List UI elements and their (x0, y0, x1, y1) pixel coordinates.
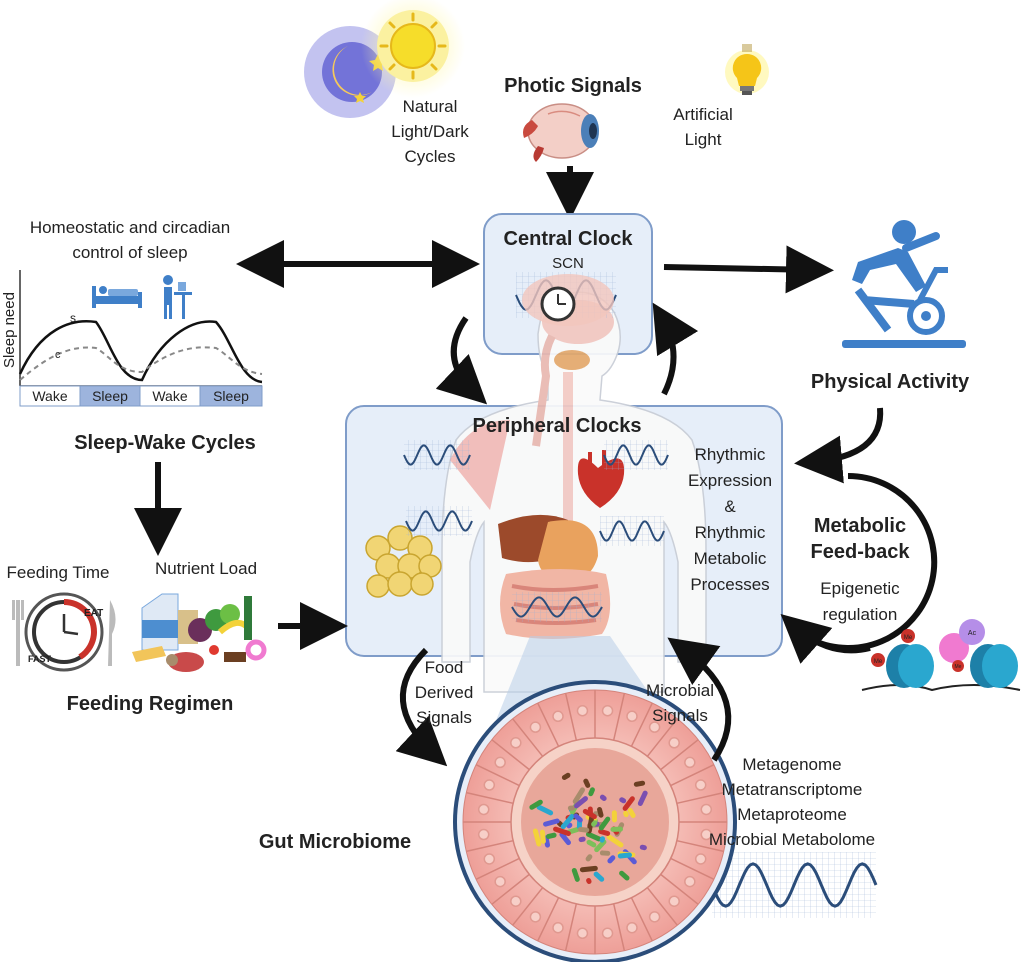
food-derived-label-3: Signals (416, 708, 472, 727)
natural-light-label-3: Cycles (404, 147, 455, 166)
feeding-regimen-title: Feeding Regimen (67, 693, 234, 715)
food-derived-label-2: Derived (415, 683, 474, 702)
wake-sleep-bar: Wake Sleep Wake Sleep (19, 385, 263, 407)
food-signals-arrow (395, 647, 448, 767)
scn-label: SCN (552, 255, 584, 272)
sun-icon (361, 0, 465, 98)
nucleosome-icon: Me Me Ac Me (861, 619, 1021, 692)
natural-light-label-1: Natural (403, 97, 458, 116)
omics-list: Metagenome Metatranscriptome Metaproteom… (709, 755, 875, 849)
s-label: s (70, 311, 76, 325)
gut-microbiome-title: Gut Microbiome (259, 831, 411, 853)
standing-desk-icon (163, 275, 192, 319)
exercise-bike-icon (842, 220, 966, 348)
peripheral-clocks-title: Peripheral Clocks (473, 415, 642, 437)
metabolic-title-1: Metabolic (814, 515, 906, 537)
peripheral-to-central-arrow (652, 302, 699, 396)
natural-light-label-2: Light/Dark (391, 122, 469, 141)
rhythmic-line-1: Rhythmic (695, 445, 766, 464)
rhythmic-line-4: Rhythmic (695, 523, 766, 542)
epigenetic-label-1: Epigenetic (820, 579, 900, 598)
sleep-header-1: Homeostatic and circadian (30, 218, 230, 237)
food-icon (132, 593, 267, 672)
epigenetic-label-2: regulation (823, 605, 898, 624)
artificial-light-label-2: Light (685, 130, 722, 149)
phase-wake-2: Wake (152, 388, 187, 404)
omics-metagenome: Metagenome (742, 755, 841, 774)
eat-label: EAT (84, 608, 103, 619)
food-derived-label-1: Food (425, 658, 464, 677)
homeostatic-curve (18, 320, 263, 384)
ac-mark: Ac (968, 630, 977, 637)
clock-icon (540, 286, 576, 322)
metabolic-title-2: Feed-back (811, 541, 911, 563)
microbial-signals-label-1: Microbial (646, 681, 714, 700)
rhythmic-line-3: & (724, 497, 736, 516)
phase-wake-1: Wake (32, 388, 67, 404)
microbial-signals-arrow (667, 637, 732, 762)
oscillation-wave (603, 444, 669, 466)
artificial-light-label-1: Artificial (673, 105, 733, 124)
me-mark-1: Me (904, 635, 913, 641)
me-mark-2: Me (874, 659, 883, 665)
omics-metatranscriptome: Metatranscriptome (722, 780, 863, 799)
rhythmic-line-5: Metabolic (694, 549, 767, 568)
oscillation-wave (710, 862, 878, 908)
sleep-need-axis-label: Sleep need (1, 292, 18, 368)
nutrient-load-label: Nutrient Load (155, 559, 257, 578)
microbial-signals-label-2: Signals (652, 706, 708, 725)
oscillation-grids (403, 272, 878, 918)
phase-sleep-1: Sleep (92, 388, 128, 404)
adipose-tissue-icon (365, 525, 442, 598)
oscillation-wave (403, 444, 471, 466)
phase-sleep-2: Sleep (213, 388, 249, 404)
eye-icon (523, 103, 599, 162)
c-label: c (55, 349, 61, 361)
bed-icon (92, 286, 142, 308)
clock-to-activity-arrow (663, 245, 834, 294)
oscillation-wave (511, 596, 603, 618)
omics-metabolome: Microbial Metabolome (709, 830, 875, 849)
me-mark-3: Me (955, 664, 962, 670)
circadian-curve (19, 346, 263, 381)
oscillation-wave (405, 510, 473, 532)
photic-signals-title: Photic Signals (504, 75, 642, 97)
metabolic-to-peripheral-arrow (780, 614, 871, 664)
omics-metaproteome: Metaproteome (737, 805, 847, 824)
physical-activity-title: Physical Activity (811, 371, 970, 393)
gut-cross-section-icon (453, 680, 737, 962)
feeding-time-label: Feeding Time (7, 563, 110, 582)
rhythmic-processes-text: Rhythmic Expression & Rhythmic Metabolic… (688, 445, 772, 594)
feeding-clock-icon: EAT FAST (12, 592, 116, 672)
sleep-header-2: control of sleep (72, 243, 187, 262)
fast-label: FAST (28, 654, 52, 664)
rhythmic-line-2: Expression (688, 471, 772, 490)
central-to-peripheral-arrow (435, 316, 488, 405)
central-clock-title: Central Clock (504, 228, 634, 250)
sleep-wake-title: Sleep-Wake Cycles (74, 432, 256, 454)
rhythmic-line-6: Processes (690, 575, 769, 594)
oscillation-wave (599, 520, 665, 542)
sleep-need-plot: s c (18, 270, 263, 387)
activity-to-peripheral-arrow (794, 407, 884, 484)
light-bulb-icon (725, 44, 769, 95)
